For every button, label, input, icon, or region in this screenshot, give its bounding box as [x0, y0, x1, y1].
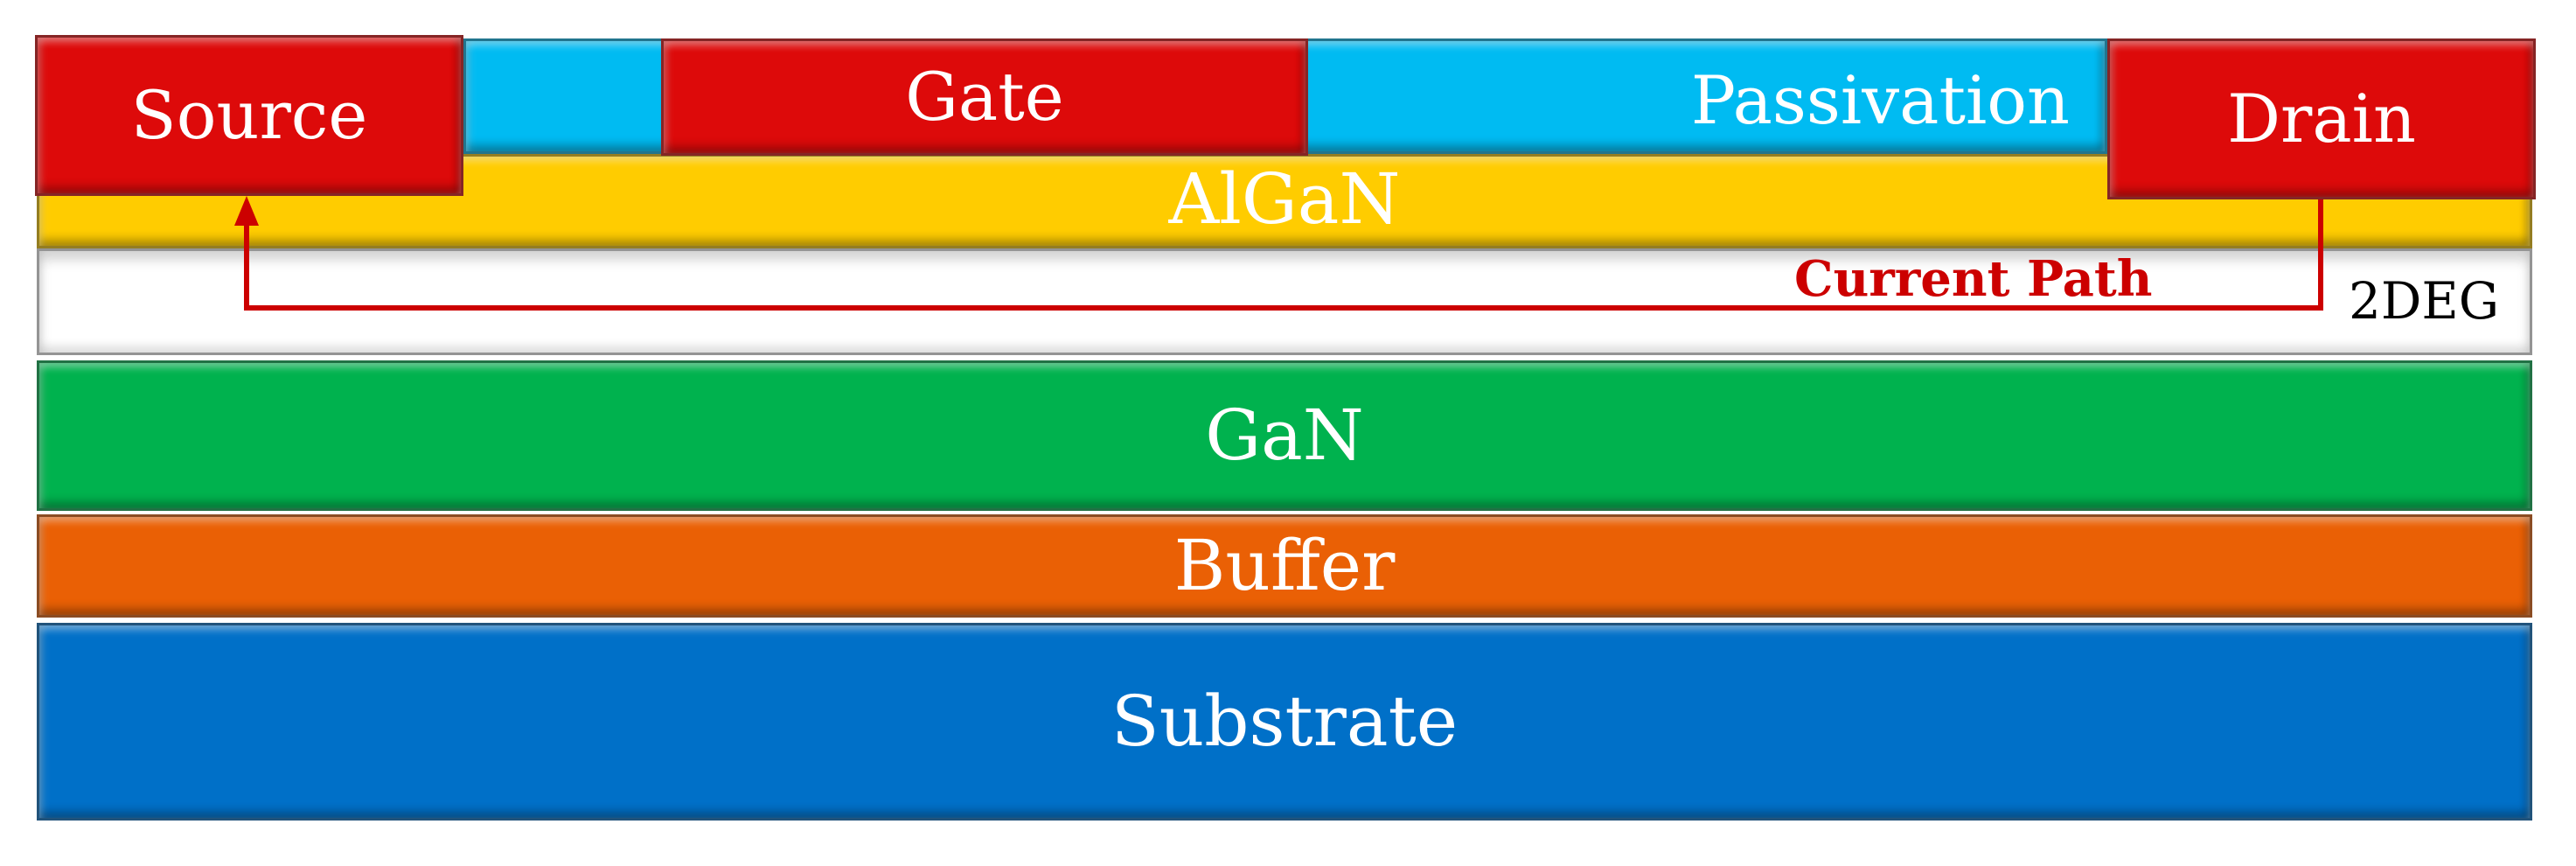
buffer-layer: Buffer	[37, 514, 2532, 618]
gan-label: GaN	[1205, 395, 1364, 476]
passivation-label: Passivation	[1690, 61, 2070, 139]
algan-label: AlGaN	[1168, 158, 1401, 240]
drain-contact: Drain	[2107, 38, 2536, 199]
source-contact: Source	[35, 35, 463, 196]
2deg-layer	[37, 248, 2532, 355]
gate-contact: Gate	[661, 38, 1308, 156]
substrate-label: Substrate	[1110, 681, 1459, 762]
2deg-label: 2DEG	[2349, 271, 2500, 331]
current-path-label: Current Path	[1794, 250, 2153, 308]
gan-layer: GaN	[37, 360, 2532, 511]
gate-label: Gate	[905, 58, 1064, 136]
substrate-layer: Substrate	[37, 623, 2532, 821]
drain-label: Drain	[2227, 80, 2416, 157]
source-label: Source	[130, 76, 368, 154]
buffer-label: Buffer	[1173, 525, 1396, 606]
